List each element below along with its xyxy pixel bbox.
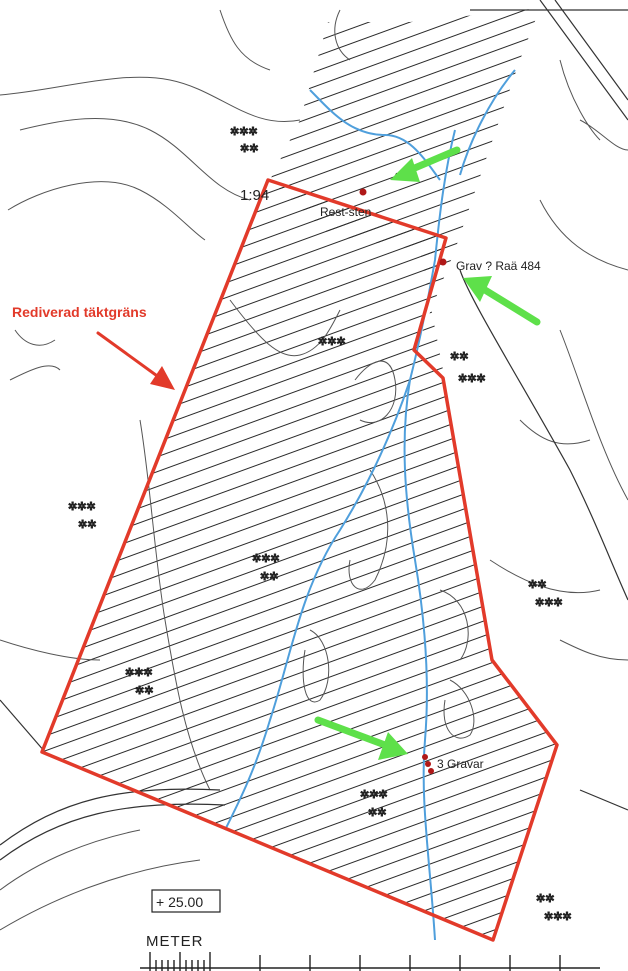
hatched-corridor <box>270 8 540 380</box>
grave-site-marker <box>439 258 447 266</box>
three-graves-label: 3 Gravar <box>437 757 484 771</box>
scale-value-label: + 25.00 <box>156 894 203 910</box>
tree-cluster: ✲✲✲ <box>544 911 572 923</box>
tree-cluster: ✲✲✲ <box>318 336 346 348</box>
tree-cluster: ✲✲ <box>528 579 546 591</box>
green-arrow-icon <box>314 716 408 760</box>
tree-cluster: ✲✲ <box>78 519 96 531</box>
tree-cluster: ✲✲ <box>536 893 554 905</box>
tree-cluster: ✲✲ <box>368 807 386 819</box>
tree-cluster: ✲✲✲ <box>458 373 486 385</box>
red-arrow-icon <box>96 331 175 390</box>
parcel-number-label: 1:94 <box>240 187 269 204</box>
streams <box>224 69 516 941</box>
tree-cluster: ✲✲✲ <box>252 553 280 565</box>
green-arrow-icon <box>390 146 461 182</box>
tree-cluster: ✲✲✲ <box>125 667 153 679</box>
tree-cluster: ✲✲ <box>450 351 468 363</box>
tree-cluster: ✲✲ <box>135 685 153 697</box>
hatched-extraction-area <box>42 180 557 940</box>
scale-unit-label: METER <box>146 933 204 950</box>
railway-lines <box>0 0 628 861</box>
tree-cluster: ✲✲✲ <box>68 501 96 513</box>
revised-boundary-label: Rediverad täktgräns <box>12 304 147 320</box>
scale-value-box <box>151 889 221 913</box>
three-graves-marker <box>422 754 434 774</box>
rest-stone-label: Rest-sten <box>320 205 371 219</box>
grave-site-label: Grav ? Raä 484 <box>456 259 541 273</box>
tree-cluster: ✲✲ <box>260 571 278 583</box>
tree-cluster: ✲✲✲ <box>535 597 563 609</box>
scale-bar <box>140 952 600 971</box>
tree-cluster: ✲✲✲ <box>230 126 258 138</box>
revised-quarry-boundary <box>40 178 559 942</box>
tree-cluster: ✲✲✲ <box>360 789 388 801</box>
contour-lines <box>0 9 628 931</box>
rest-stone-marker <box>359 188 367 196</box>
green-arrow-icon <box>463 276 541 326</box>
tree-cluster: ✲✲ <box>240 143 258 155</box>
